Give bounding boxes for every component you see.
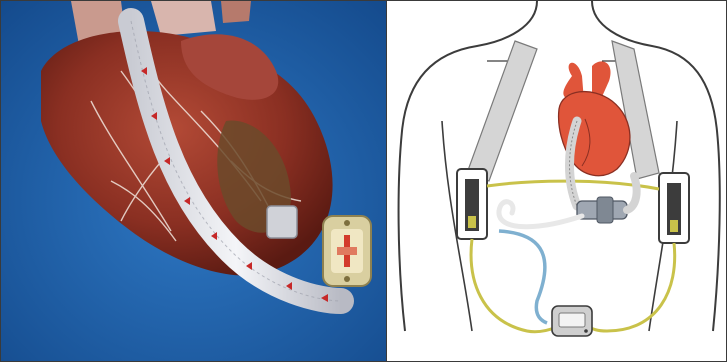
torso-diagram-panel <box>387 1 726 361</box>
right-battery-pack <box>659 173 689 243</box>
sewing-ring <box>267 206 297 238</box>
pump-unit <box>323 216 371 286</box>
torso-illustration <box>387 1 726 361</box>
external-controller <box>552 306 592 336</box>
inflow-tube <box>499 202 582 227</box>
heart-pump-illustration <box>1 1 386 361</box>
left-battery-pack <box>457 169 487 239</box>
heart-pump-panel <box>1 1 386 361</box>
blue-cable <box>499 231 547 323</box>
